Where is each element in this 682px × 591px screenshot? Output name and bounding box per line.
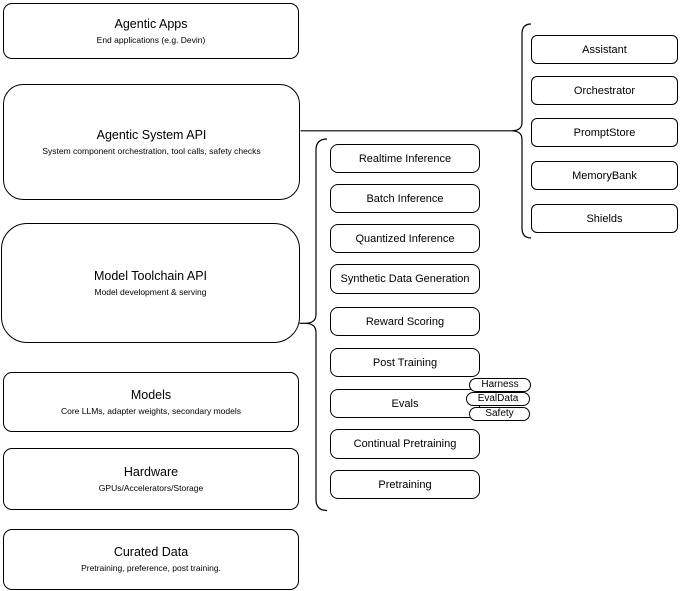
box-reward-scoring: Reward Scoring bbox=[330, 307, 480, 336]
components-brace bbox=[511, 23, 532, 239]
box-label: Continual Pretraining bbox=[353, 438, 457, 450]
box-promptstore: PromptStore bbox=[531, 118, 678, 147]
box-shields: Shields bbox=[531, 204, 678, 233]
box-subtitle: System component orchestration, tool cal… bbox=[42, 145, 261, 156]
box-quantized-inference: Quantized Inference bbox=[330, 224, 480, 253]
box-label: Assistant bbox=[582, 43, 627, 56]
box-agentic-system-api: Agentic System API System component orch… bbox=[3, 84, 300, 200]
box-label: Evals bbox=[391, 397, 419, 410]
box-post-training: Post Training bbox=[330, 348, 480, 377]
box-pretraining: Pretraining bbox=[330, 470, 480, 499]
tag-evaldata: EvalData bbox=[466, 392, 530, 406]
box-evals: Evals bbox=[330, 389, 480, 418]
box-label: PromptStore bbox=[573, 126, 636, 139]
box-label: Realtime Inference bbox=[358, 152, 452, 165]
box-realtime-inference: Realtime Inference bbox=[330, 144, 480, 173]
box-title: Curated Data bbox=[113, 545, 189, 559]
tag-label: Harness bbox=[481, 379, 519, 390]
box-subtitle: End applications (e.g. Devin) bbox=[96, 34, 206, 45]
box-label: Shields bbox=[586, 212, 623, 225]
box-label: Batch Inference bbox=[366, 192, 444, 205]
box-title: Model Toolchain API bbox=[93, 268, 208, 283]
toolchain-brace bbox=[305, 138, 328, 512]
box-title: Agentic System API bbox=[96, 127, 207, 142]
box-models: Models Core LLMs, adapter weights, secon… bbox=[3, 372, 299, 432]
box-subtitle: Model development & serving bbox=[94, 286, 207, 297]
box-subtitle: Pretraining, preference, post training. bbox=[81, 563, 221, 573]
box-label: Post Training bbox=[372, 356, 438, 369]
tag-label: EvalData bbox=[477, 393, 519, 404]
tag-harness: Harness bbox=[469, 378, 531, 392]
box-memorybank: MemoryBank bbox=[531, 161, 678, 190]
box-synthetic-data-generation: Synthetic Data Generation bbox=[330, 264, 480, 294]
box-batch-inference: Batch Inference bbox=[330, 184, 480, 213]
box-curated-data: Curated Data Pretraining, preference, po… bbox=[3, 529, 299, 590]
tag-label: Safety bbox=[485, 408, 514, 419]
box-label: Reward Scoring bbox=[365, 315, 445, 328]
box-subtitle: GPUs/Accelerators/Storage bbox=[98, 482, 204, 493]
box-model-toolchain-api: Model Toolchain API Model development & … bbox=[1, 223, 300, 343]
box-assistant: Assistant bbox=[531, 35, 678, 64]
box-hardware: Hardware GPUs/Accelerators/Storage bbox=[3, 448, 299, 510]
box-continual-pretraining: Continual Pretraining bbox=[330, 429, 480, 459]
box-orchestrator: Orchestrator bbox=[531, 76, 678, 105]
box-subtitle: Core LLMs, adapter weights, secondary mo… bbox=[60, 405, 241, 416]
box-label: Synthetic Data Generation bbox=[340, 273, 470, 285]
box-label: Pretraining bbox=[378, 478, 432, 491]
box-title: Agentic Apps bbox=[114, 16, 188, 31]
box-agentic-apps: Agentic Apps End applications (e.g. Devi… bbox=[3, 3, 299, 59]
tag-safety: Safety bbox=[469, 407, 530, 421]
box-title: Models bbox=[130, 387, 172, 402]
box-label: MemoryBank bbox=[572, 169, 637, 182]
box-title: Hardware bbox=[123, 464, 179, 479]
box-label: Orchestrator bbox=[573, 84, 636, 97]
box-label: Quantized Inference bbox=[355, 232, 455, 245]
